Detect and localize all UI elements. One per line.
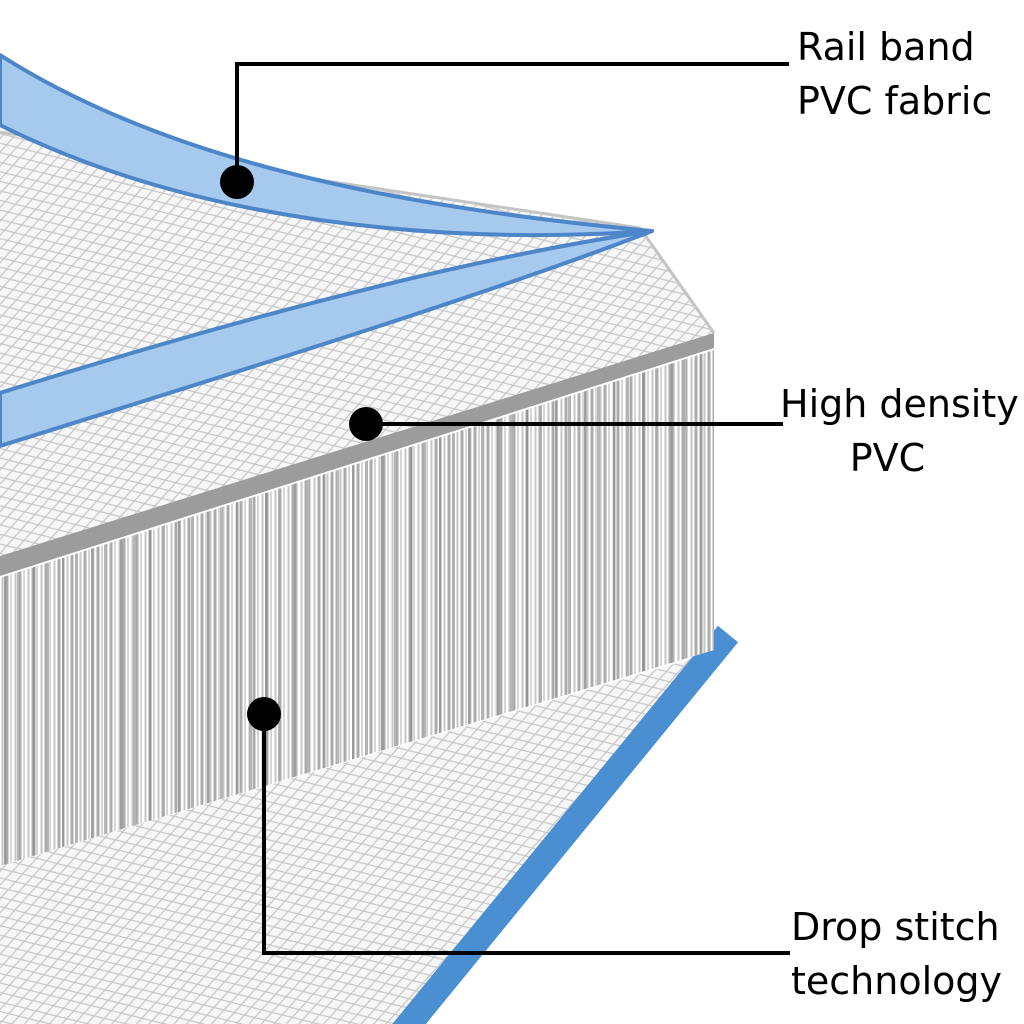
callout-line-drop-stitch	[262, 714, 790, 955]
label-high-density-line1: High density	[780, 382, 1019, 426]
label-high-density: High density PVC	[780, 377, 1019, 485]
rail-band-ribbon-lower	[0, 229, 654, 448]
rail-band-ribbon	[0, 53, 654, 448]
label-rail-band-line2: PVC fabric	[797, 79, 993, 123]
callouts	[220, 62, 790, 955]
callout-dot-drop-stitch	[247, 697, 281, 731]
label-drop-stitch-line2: technology	[791, 959, 1003, 1003]
bottom-rail-band	[392, 625, 739, 1024]
callout-line-rail-band	[235, 62, 789, 182]
label-rail-band: Rail band PVC fabric	[797, 20, 992, 128]
callout-dot-high-density	[349, 407, 383, 441]
threads-layer-dark	[0, 350, 714, 866]
top-edge-band	[0, 332, 714, 576]
callout-dot-rail-band	[220, 165, 254, 199]
bottom-layer	[0, 625, 739, 1024]
drop-stitch-threads	[0, 350, 714, 866]
label-high-density-line2: PVC	[849, 436, 926, 480]
label-drop-stitch-line1: Drop stitch	[791, 905, 1000, 949]
label-rail-band-line1: Rail band	[797, 25, 975, 69]
bottom-surface-mesh	[0, 652, 714, 1024]
label-drop-stitch: Drop stitch technology	[791, 900, 1002, 1008]
top-surface-mesh	[0, 132, 714, 556]
